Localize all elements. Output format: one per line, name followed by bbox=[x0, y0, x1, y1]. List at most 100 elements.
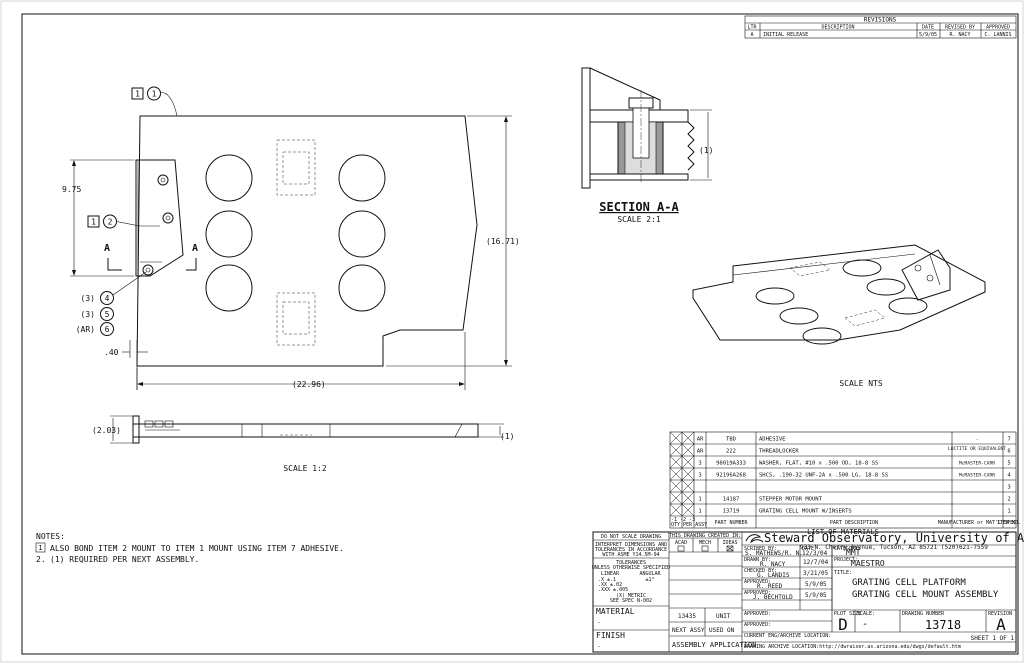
rev-row-date: 5/9/05 bbox=[919, 32, 937, 38]
balloon-4: (3) 4 bbox=[81, 271, 147, 305]
rev-header-date: DATE bbox=[922, 25, 934, 31]
tb-tol-xxx: .XXX ±.005 bbox=[598, 587, 628, 593]
side-view-scale: SCALE 1:2 bbox=[283, 464, 327, 473]
cad-mech-checkbox bbox=[701, 545, 709, 552]
svg-text:(22.96): (22.96) bbox=[292, 380, 326, 389]
svg-text:(AR): (AR) bbox=[76, 325, 95, 334]
tb-tol-linear: LINEAR bbox=[601, 571, 620, 577]
tb-material-label: MATERIAL bbox=[596, 607, 635, 616]
rev-header-desc: DESCRIPTION bbox=[821, 25, 854, 31]
bom-cell-item: 1 bbox=[1007, 509, 1010, 515]
bom-header-part: PART NUMBER bbox=[714, 520, 748, 526]
tb-tol-x: .X ±.1 bbox=[598, 577, 616, 583]
dim-overall-height: (16.71) bbox=[386, 115, 520, 367]
section-mark-right: A bbox=[192, 243, 198, 254]
tb-sheet: SHEET 1 OF 1 bbox=[971, 635, 1015, 642]
rev-header-revised: REVISED BY bbox=[945, 25, 975, 31]
tb-rev: A bbox=[996, 615, 1006, 634]
bom-cell-mfg: McMASTER-CARR bbox=[959, 473, 995, 479]
tb-scribed-label: SCRIBED BY: bbox=[744, 546, 777, 552]
tb-tol-metric: (X) METRIC bbox=[616, 593, 646, 599]
tb-approved-label-3: APPROVED: bbox=[744, 611, 771, 617]
cad-acad-checkbox bbox=[677, 545, 685, 552]
tb-plot-size: D bbox=[838, 615, 848, 634]
screw-middle-icon bbox=[162, 212, 174, 224]
tb-do-not-scale: DO NOT SCALE DRAWING bbox=[601, 534, 661, 540]
tb-approved-label-4: APPROVED: bbox=[744, 622, 771, 628]
screw-upper-icon bbox=[157, 174, 169, 186]
bom-cell-item: 6 bbox=[1007, 449, 1010, 455]
section-mark-left: A bbox=[104, 243, 110, 254]
tb-assembly-app: ASSEMBLY APPLICATION bbox=[672, 641, 756, 649]
side-view: (2.03) (1) SCALE 1:2 bbox=[92, 415, 514, 473]
bom-cell-desc: ADHESIVE bbox=[759, 437, 786, 443]
bom-cell-part: TBD bbox=[726, 437, 736, 443]
section-title: SECTION A-A bbox=[599, 200, 679, 214]
tb-project-label: PROJECT: bbox=[834, 557, 858, 563]
tb-tol-angular: ANGULAR bbox=[639, 571, 661, 577]
tb-cad-ideas: IDEAS bbox=[722, 540, 737, 546]
svg-text:(3): (3) bbox=[81, 310, 95, 319]
bom-cell-desc: STEPPER MOTOR MOUNT bbox=[759, 497, 823, 503]
tb-plot-size-label: PLOT SIZE bbox=[834, 611, 861, 617]
tb-tol-sub: UNLESS OTHERWISE SPECIFIED bbox=[592, 565, 670, 571]
tb-created-in: THIS DRAWING CREATED IN: bbox=[669, 533, 741, 539]
tb-scribed-date: 12/3/04 bbox=[802, 550, 828, 557]
tb-date-label: DATE: bbox=[802, 546, 817, 552]
tb-material: - bbox=[597, 619, 601, 626]
tb-current-loc: CURRENT ENG/ARCHIVE LOCATION: bbox=[744, 633, 831, 639]
tb-next-assy-no: 13435 bbox=[678, 613, 696, 620]
tb-tol-xx: .XX ±.02 bbox=[598, 582, 622, 588]
svg-text:WITH ASME Y14.5M-94: WITH ASME Y14.5M-94 bbox=[602, 552, 659, 558]
bom-cell-desc: GRATING CELL MOUNT W/INSERTS bbox=[759, 509, 852, 515]
insert-pocket-bottom bbox=[276, 292, 316, 346]
balloon-2: 1 2 bbox=[87, 214, 141, 229]
dim-overall-width: (22.96) bbox=[136, 332, 466, 390]
section-dim: (1) bbox=[699, 146, 713, 155]
section-view: (1) SECTION A-A SCALE 2:1 bbox=[581, 67, 713, 224]
tb-title-2: GRATING CELL MOUNT ASSEMBLY bbox=[852, 590, 999, 600]
svg-text:6: 6 bbox=[105, 325, 110, 334]
tb-approved-label-2: APPROVED: bbox=[744, 590, 771, 596]
grating-holes bbox=[205, 154, 386, 312]
bom-cell-item: 4 bbox=[1007, 473, 1011, 479]
tb-dwg-no: 13718 bbox=[925, 618, 961, 632]
tb-category: MMT bbox=[846, 548, 861, 557]
bom-cell-qty: AR bbox=[697, 437, 704, 443]
tb-tol-spec: SEE SPEC N-002 bbox=[610, 598, 652, 604]
svg-text:2: 2 bbox=[108, 218, 113, 227]
bom-cell-part: 98019A333 bbox=[716, 461, 746, 467]
tb-dwg-no-label: DRAWING NUMBER bbox=[902, 611, 945, 617]
isometric-view: SCALE NTS bbox=[692, 244, 986, 388]
notes-title: NOTES: bbox=[36, 532, 65, 541]
tb-checked-by: G. LANDIS bbox=[757, 572, 790, 579]
bom-cell-desc: THREADLOCKER bbox=[759, 449, 799, 455]
bom-crossed-cells bbox=[669, 431, 695, 517]
rev-row-ltr: A bbox=[750, 32, 753, 38]
bom-cell-item: 7 bbox=[1007, 437, 1010, 443]
tb-cad-mech: MECH bbox=[699, 540, 711, 546]
bom-cell-part: 14187 bbox=[723, 497, 740, 503]
balloon-1: 1 1 bbox=[131, 86, 178, 117]
svg-text:1: 1 bbox=[91, 218, 96, 227]
tb-approved-1-date: 5/9/05 bbox=[805, 581, 827, 588]
iso-stepper-mount bbox=[901, 249, 951, 301]
drawing-frame bbox=[21, 13, 1019, 655]
tb-title-label: TITLE: bbox=[834, 570, 852, 576]
tb-cad-acad: ACAD bbox=[675, 540, 687, 546]
rev-row-revised: R. NACY bbox=[949, 32, 970, 38]
tb-scale-label: SCALE: bbox=[857, 611, 875, 617]
main-top-view: A A 1 1 1 2 (3) 4 (3) 5 (AR) bbox=[62, 86, 520, 390]
rev-header-approved: APPROVED bbox=[986, 25, 1010, 31]
plate-outline bbox=[136, 115, 478, 367]
tb-address: 933 N. Cherry Avenue, Tucson, AZ 85721 (… bbox=[800, 544, 988, 551]
bom-cell-qty: 1 bbox=[698, 509, 701, 515]
note-1-marker: 1 bbox=[38, 544, 42, 552]
bom-cell-mfg: LOCTITE OR EQUIVALENT bbox=[948, 446, 1006, 452]
insert-pocket-top bbox=[276, 139, 316, 196]
svg-text:TOLERANCES IN ACCORDANCE: TOLERANCES IN ACCORDANCE bbox=[595, 547, 667, 553]
stepper-mount-outline bbox=[135, 159, 184, 277]
tb-category-label: CATEGORY: bbox=[834, 546, 861, 552]
svg-text:(3): (3) bbox=[81, 294, 95, 303]
bom-header-dash: -1 -2 -3 bbox=[671, 517, 695, 523]
